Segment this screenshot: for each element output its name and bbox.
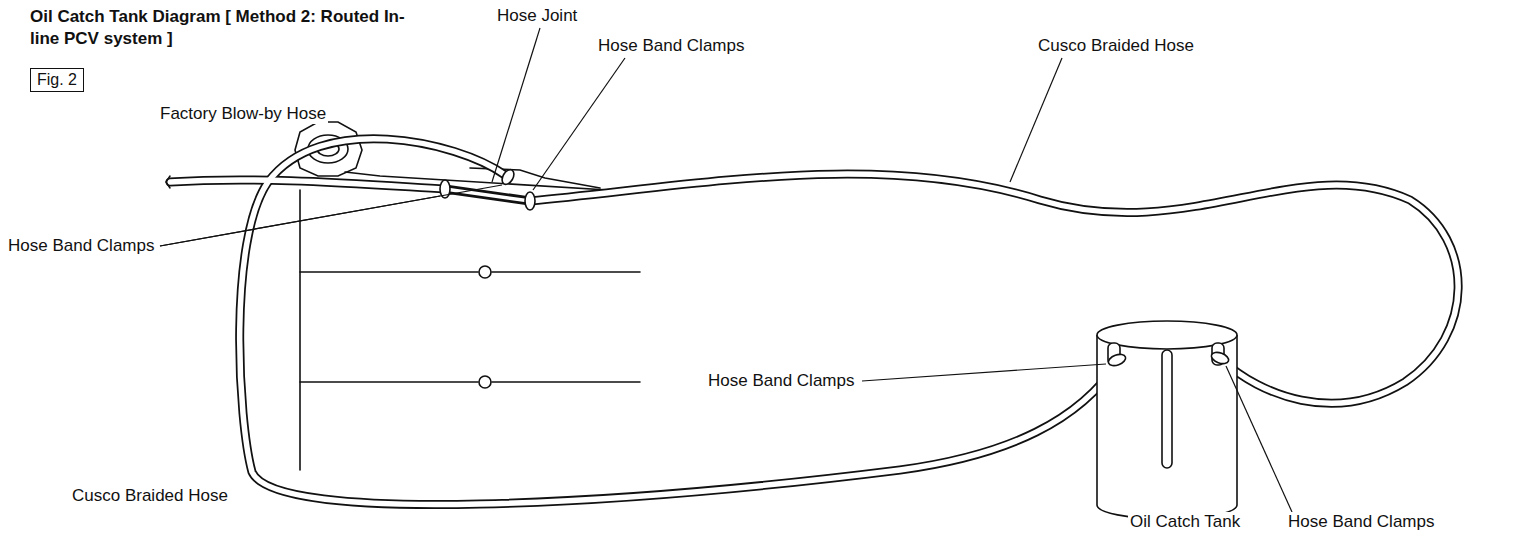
part-label: Hose Joint xyxy=(495,6,579,26)
hose-end xyxy=(166,176,170,188)
part-label: Hose Band Clamps xyxy=(706,371,856,391)
part-label: Hose Band Clamps xyxy=(1286,512,1436,532)
part-label: Factory Blow-by Hose xyxy=(158,104,328,124)
engine-line xyxy=(300,381,640,383)
figure-label: Fig. 2 xyxy=(37,71,77,88)
leader-line xyxy=(160,28,1292,512)
figure-tag: Fig. 2 xyxy=(30,68,84,92)
engine-line xyxy=(300,271,640,273)
breather-port xyxy=(470,168,600,188)
hose-clamp xyxy=(440,168,1230,368)
bolt xyxy=(479,266,491,278)
part-label: Cusco Braided Hose xyxy=(1036,36,1196,56)
catch-tank xyxy=(1097,321,1237,519)
part-label: Cusco Braided Hose xyxy=(70,486,230,506)
bolt xyxy=(479,376,491,388)
diagram-title: Oil Catch Tank Diagram [ Method 2: Route… xyxy=(30,6,410,50)
part-label: Hose Band Clamps xyxy=(596,36,746,56)
part-label: Hose Band Clamps xyxy=(6,236,156,256)
engine-edge xyxy=(299,190,301,470)
hose xyxy=(170,139,1458,505)
part-label: Oil Catch Tank xyxy=(1128,512,1242,532)
